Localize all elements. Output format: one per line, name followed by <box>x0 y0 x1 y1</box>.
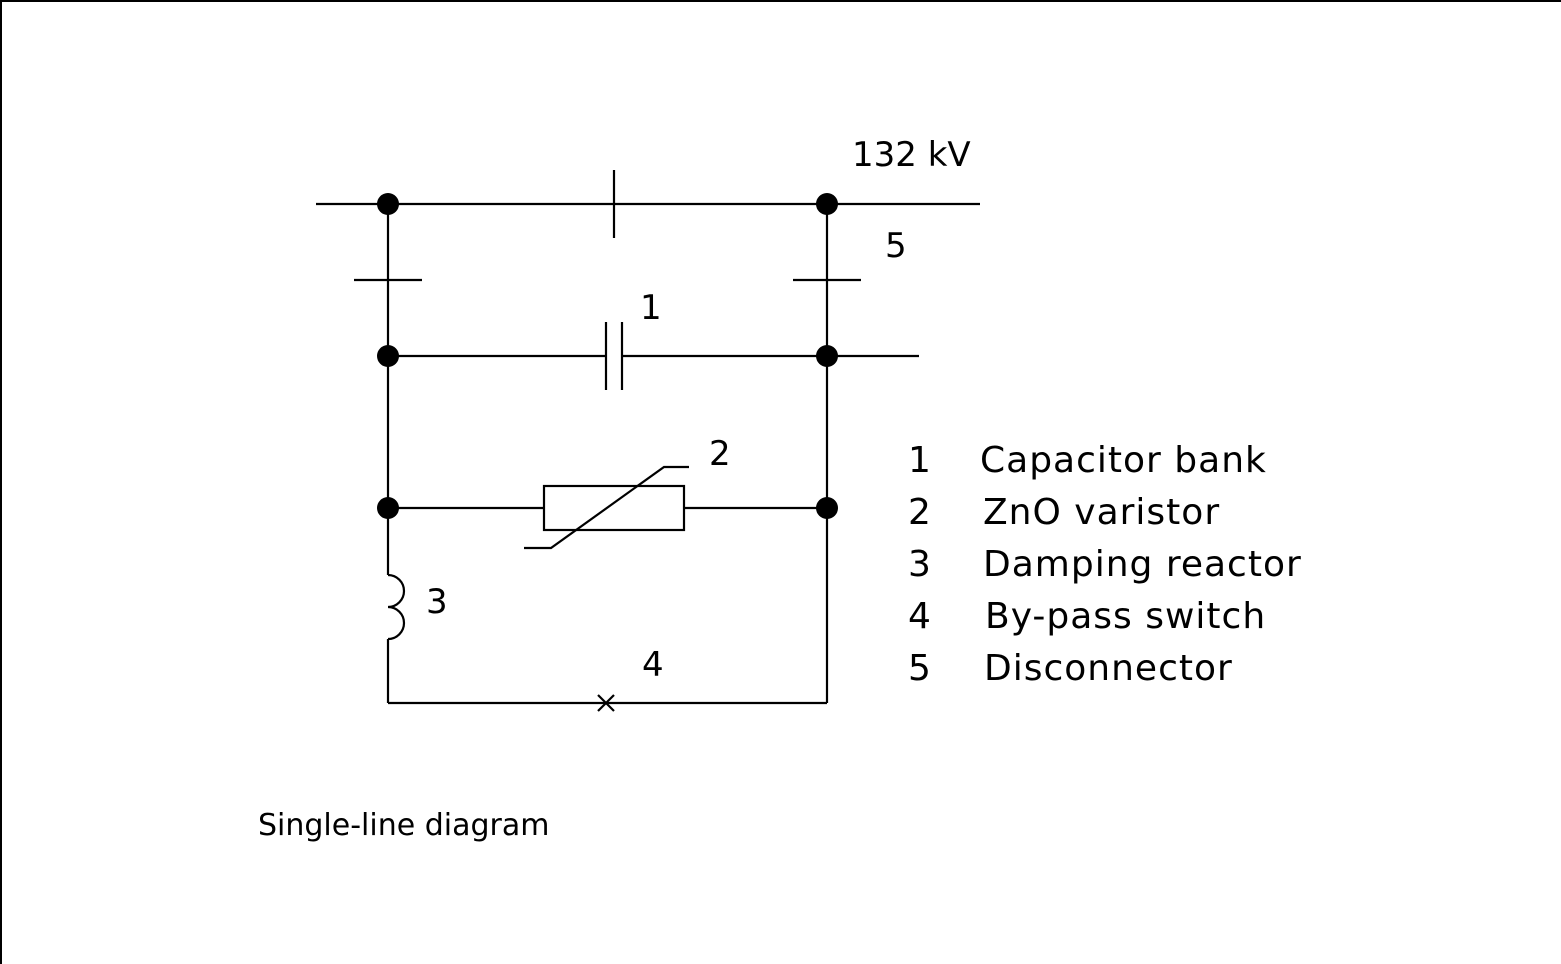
legend-label: Capacitor bank <box>980 440 1267 481</box>
legend-label: ZnO varistor <box>983 492 1220 533</box>
legend-num: 3 <box>908 544 931 585</box>
legend-num: 4 <box>908 596 931 637</box>
legend: 1 Capacitor bank 2 ZnO varistor 3 Dampin… <box>908 440 1302 689</box>
bypass-switch-symbol <box>597 694 615 712</box>
junction-node <box>816 497 838 519</box>
marker-varistor: 2 <box>709 434 731 474</box>
marker-bypass-switch: 4 <box>642 645 664 685</box>
legend-label: Damping reactor <box>983 544 1302 585</box>
voltage-label: 132 kV <box>852 135 971 175</box>
junction-node <box>377 193 399 215</box>
marker-reactor: 3 <box>426 582 448 622</box>
reactor-symbol <box>387 573 406 641</box>
junction-node <box>816 345 838 367</box>
capacitor-symbol <box>604 322 624 390</box>
legend-num: 5 <box>908 648 931 689</box>
junction-node <box>377 345 399 367</box>
marker-capacitor: 1 <box>640 288 662 328</box>
junction-node <box>816 193 838 215</box>
marker-disconnector: 5 <box>885 226 907 266</box>
diagram-caption: Single-line diagram <box>258 808 549 843</box>
legend-label: Disconnector <box>984 648 1233 689</box>
varistor-symbol <box>524 465 689 550</box>
legend-num: 1 <box>908 440 931 481</box>
junction-node <box>377 497 399 519</box>
legend-num: 2 <box>908 492 931 533</box>
legend-label: By-pass switch <box>985 596 1266 637</box>
